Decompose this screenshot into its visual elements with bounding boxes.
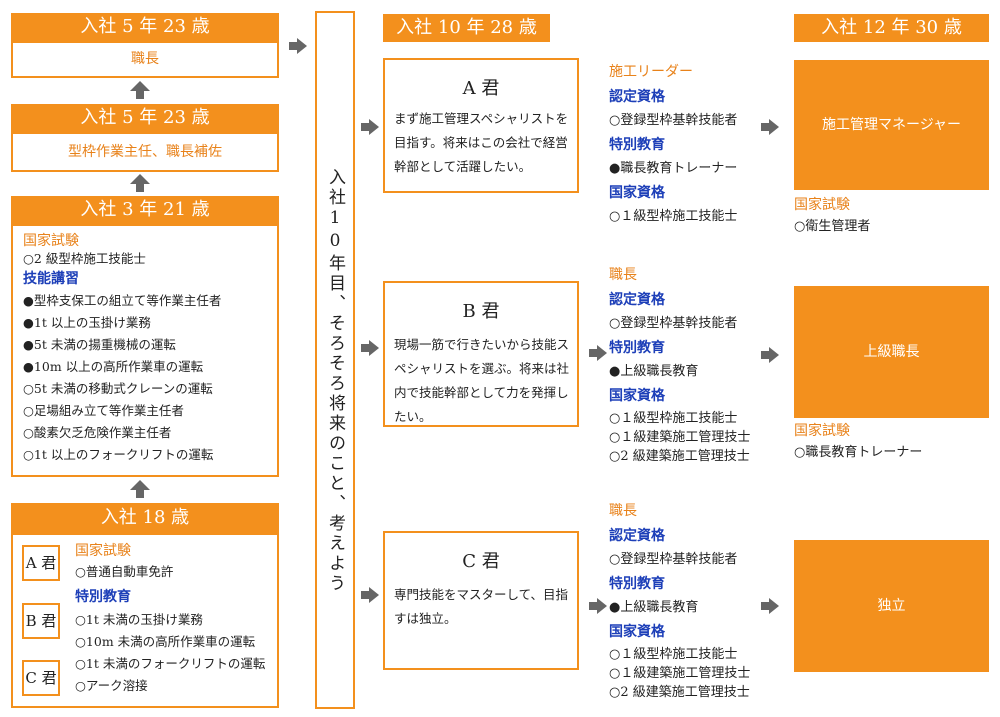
stage1-tokubetsu-label: 特別教育	[75, 589, 131, 605]
result-b-block: 上級職長	[794, 286, 989, 418]
path-c-item: ○１級建築施工管理技士	[609, 666, 751, 681]
path-b-section-label: 特別教育	[609, 340, 665, 356]
right-arrow-icon	[361, 340, 379, 356]
path-b-item: ○１級建築施工管理技士	[609, 430, 751, 445]
stage2-gino-item: ○酸素欠乏危険作業主任者	[23, 425, 172, 440]
path-c-item: ○登録型枠基幹技能者	[609, 552, 738, 567]
path-b-quals: 職長 認定資格 ○登録型枠基幹技能者 特別教育 ●上級職長教育 国家資格 ○１級…	[609, 263, 779, 466]
right-arrow-icon	[361, 587, 379, 603]
path-a-item: ○１級型枠施工技能士	[609, 209, 738, 224]
path-c-section-label: 国家資格	[609, 624, 665, 640]
stage4-box: 職長	[11, 41, 279, 78]
stage2-gino-item: ●10m 以上の高所作業車の運転	[23, 359, 204, 374]
result-b-extra-item: ○職長教育トレーナー	[794, 445, 923, 460]
path-b-section-label: 認定資格	[609, 292, 665, 308]
person-b-badge: B 君	[22, 603, 60, 639]
right-arrow-icon	[361, 119, 379, 135]
path-c-section-label: 認定資格	[609, 528, 665, 544]
up-arrow-icon	[130, 480, 150, 498]
result-c-block: 独立	[794, 540, 989, 672]
person-c-badge: C 君	[22, 660, 60, 696]
stage4-role: 職長	[131, 51, 159, 67]
right-arrow-icon	[589, 598, 607, 614]
result-a-extra-label: 国家試験	[794, 197, 850, 213]
stage1-header: 入社 18 歳	[11, 503, 279, 533]
stage2-kokka-label: 国家試験	[23, 233, 79, 249]
path-a-desc: まず施工管理スペシャリストを目指す。将来はこの会社で経営幹部として活躍したい。	[394, 111, 569, 174]
path-c-item: ○１級型枠施工技能士	[609, 647, 738, 662]
path-c-desc: 専門技能をマスターして、目指すは独立。	[394, 587, 569, 626]
stage2-gino-item: ○1t 以上のフォークリフトの運転	[23, 447, 214, 462]
stage2-gino-item: ○5t 未満の移動式クレーンの運転	[23, 381, 213, 396]
right-arrow-icon	[289, 38, 307, 54]
path-c-quals: 職長 認定資格 ○登録型枠基幹技能者 特別教育 ●上級職長教育 国家資格 ○１級…	[609, 499, 779, 702]
path-b-item: ○2 級建築施工管理技士	[609, 449, 750, 464]
result-b-extra-label: 国家試験	[794, 423, 850, 439]
path-b-section-label: 国家資格	[609, 388, 665, 404]
stage1-kokka-label: 国家試験	[75, 543, 131, 559]
path-b-role: 職長	[609, 267, 637, 283]
person-a-badge: A 君	[22, 545, 60, 581]
path-a-quals: 施工リーダー 認定資格 ○登録型枠基幹技能者 特別教育 ●職長教育トレーナー 国…	[609, 60, 779, 228]
path-b-item: ○１級型枠施工技能士	[609, 411, 738, 426]
stage2-gino-item: ●1t 以上の玉掛け業務	[23, 315, 151, 330]
stage1-tokubetsu-item: ○アーク溶接	[75, 678, 148, 693]
path-c-item: ○2 級建築施工管理技士	[609, 685, 750, 700]
middle-message-box: 入社10年目、そろそろ将来のこと、考えよう	[315, 11, 355, 709]
stage1-kokka-item: ○普通自動車免許	[75, 564, 174, 579]
stage1-tokubetsu-item: ○1t 未満の玉掛け業務	[75, 612, 203, 627]
up-arrow-icon	[130, 81, 150, 99]
path-c-item: ●上級職長教育	[609, 600, 699, 615]
path-a-item: ●職長教育トレーナー	[609, 161, 738, 176]
stage3-role: 型枠作業主任、職長補佐	[68, 144, 222, 160]
path-b-name: B 君	[462, 301, 500, 322]
path-a-box: A 君 まず施工管理スペシャリストを目指す。将来はこの会社で経営幹部として活躍し…	[383, 58, 579, 193]
path-a-section-label: 国家資格	[609, 185, 665, 201]
stage2-gino-item: ●5t 未満の揚重機械の運転	[23, 337, 176, 352]
right-arrow-icon	[761, 598, 779, 614]
path-a-role: 施工リーダー	[609, 64, 693, 80]
path-b-item: ●上級職長教育	[609, 364, 699, 379]
right-arrow-icon	[761, 347, 779, 363]
path-b-box: B 君 現場一筋で行きたいから技能スペシャリストを選ぶ。将来は社内で技能幹部とし…	[383, 281, 579, 427]
middle-message: 入社10年目、そろそろ将来のこと、考えよう	[325, 168, 345, 594]
col3-header: 入社 10 年 28 歳	[383, 14, 550, 42]
path-b-desc: 現場一筋で行きたいから技能スペシャリストを選ぶ。将来は社内で技能幹部として力を発…	[394, 337, 570, 424]
stage2-kokka-item: ○2 級型枠施工技能士	[23, 251, 146, 266]
result-b-extra: 国家試験 ○職長教育トレーナー	[794, 420, 989, 464]
stage2-gino-item: ●型枠支保工の組立て等作業主任者	[23, 293, 222, 308]
path-c-role: 職長	[609, 503, 637, 519]
path-c-section-label: 特別教育	[609, 576, 665, 592]
stage1-tokubetsu-item: ○10m 未満の高所作業車の運転	[75, 634, 256, 649]
right-arrow-icon	[589, 345, 607, 361]
right-arrow-icon	[761, 119, 779, 135]
result-a-extra-item: ○衛生管理者	[794, 219, 871, 234]
stage2-header: 入社 3 年 21 歳	[11, 196, 279, 224]
stage2-gino-item: ○足場組み立て等作業主任者	[23, 403, 184, 418]
path-a-section-label: 特別教育	[609, 137, 665, 153]
stage1-tokubetsu-item: ○1t 未満のフォークリフトの運転	[75, 656, 266, 671]
path-a-item: ○登録型枠基幹技能者	[609, 113, 738, 128]
stage3-box: 型枠作業主任、職長補佐	[11, 132, 279, 172]
stage4-header: 入社 5 年 23 歳	[11, 13, 279, 41]
path-a-section-label: 認定資格	[609, 89, 665, 105]
result-a-block: 施工管理マネージャー	[794, 60, 989, 190]
result-a-extra: 国家試験 ○衛生管理者	[794, 194, 989, 238]
up-arrow-icon	[130, 174, 150, 192]
path-c-name: C 君	[462, 551, 500, 572]
stage3-header: 入社 5 年 23 歳	[11, 104, 279, 132]
col5-header: 入社 12 年 30 歳	[794, 14, 989, 42]
stage2-box: 国家試験 ○2 級型枠施工技能士 技能講習 ●型枠支保工の組立て等作業主任者 ●…	[11, 224, 279, 477]
path-a-name: A 君	[462, 78, 500, 99]
path-b-item: ○登録型枠基幹技能者	[609, 316, 738, 331]
stage2-gino-label: 技能講習	[23, 271, 79, 287]
path-c-box: C 君 専門技能をマスターして、目指すは独立。	[383, 531, 579, 670]
stage1-box: A 君 B 君 C 君 国家試験 ○普通自動車免許 特別教育 ○1t 未満の玉掛…	[11, 533, 279, 708]
